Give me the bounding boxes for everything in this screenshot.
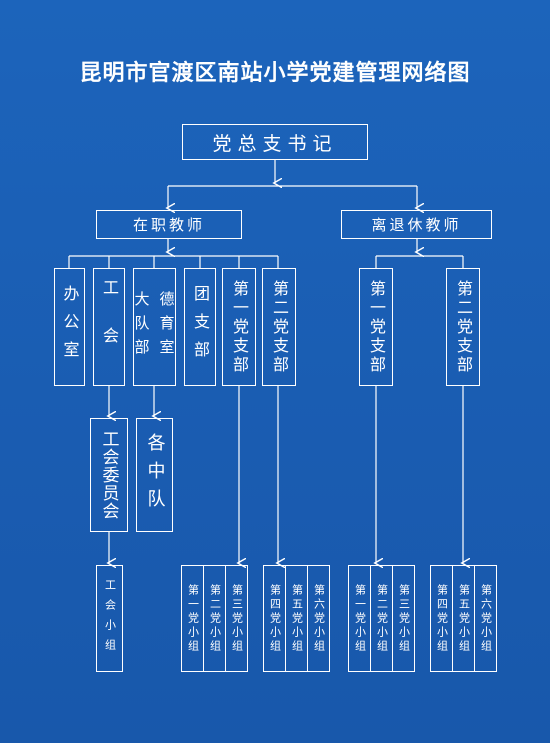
party-group-label: 第三党小组	[397, 583, 411, 654]
union-label: 工会	[100, 279, 119, 375]
root-label: 党总支书记	[212, 132, 338, 155]
party-group-label: 第五党小组	[457, 583, 471, 654]
party-group-label: 第六党小组	[312, 583, 326, 654]
party-group-cell: 第六党小组	[308, 566, 329, 671]
party-branch-2-label: 第二党支部	[270, 279, 289, 375]
party-branch-2-box: 第二党支部	[262, 268, 296, 386]
party-group-cell: 第五党小组	[286, 566, 308, 671]
active-teachers-box: 在职教师	[96, 210, 242, 239]
party-group-cell: 第三党小组	[226, 566, 247, 671]
party-group-label: 第一党小组	[353, 583, 367, 654]
moral-education-box: 德育室 大队部	[133, 268, 176, 386]
r2-groups: 第四党小组 第五党小组 第六党小组	[430, 565, 497, 672]
party-group-cell: 第一党小组	[182, 566, 204, 671]
party-group-cell: 第一党小组	[349, 566, 371, 671]
party-group-label: 第二党小组	[208, 583, 222, 654]
party-group-cell: 第三党小组	[393, 566, 414, 671]
retired-teachers-box: 离退休教师	[341, 210, 492, 239]
party-branch-1-label: 第一党支部	[230, 279, 249, 375]
party-group-cell: 第四党小组	[264, 566, 286, 671]
retired-branch-2-label: 第二党支部	[454, 279, 473, 375]
b1-groups: 第一党小组 第二党小组 第三党小组	[181, 565, 248, 672]
office-label: 办公室	[60, 285, 80, 369]
party-group-label: 第四党小组	[435, 583, 449, 654]
retired-teachers-label: 离退休教师	[371, 216, 462, 234]
party-branch-1-box: 第一党支部	[222, 268, 256, 386]
moral-education-label: 德育室	[157, 291, 176, 363]
party-group-label: 第五党小组	[290, 583, 304, 654]
league-branch-label: 团支部	[191, 285, 210, 369]
squadrons-label: 各中队	[144, 433, 166, 517]
b2-groups: 第四党小组 第五党小组 第六党小组	[263, 565, 330, 672]
union-committee-label: 工会委员会	[98, 430, 119, 520]
squadrons-box: 各中队	[136, 418, 173, 532]
diagram-title: 昆明市官渡区南站小学党建管理网络图	[79, 61, 471, 86]
retired-branch-1-box: 第一党支部	[359, 268, 393, 386]
active-teachers-label: 在职教师	[132, 216, 205, 234]
party-group-cell: 第六党小组	[475, 566, 496, 671]
party-group-cell: 第二党小组	[204, 566, 226, 671]
party-group-cell: 第二党小组	[371, 566, 393, 671]
party-group-cell: 第五党小组	[453, 566, 475, 671]
office-box: 办公室	[54, 268, 85, 386]
party-group-label: 第四党小组	[268, 583, 282, 654]
retired-branch-2-box: 第二党支部	[446, 268, 480, 386]
union-group-box: 工会小组	[96, 565, 123, 672]
union-committee-box: 工会委员会	[90, 418, 128, 532]
party-group-label: 第三党小组	[230, 583, 244, 654]
retired-branch-1-label: 第一党支部	[367, 279, 386, 375]
union-box: 工会	[93, 268, 125, 386]
party-group-cell: 第四党小组	[431, 566, 453, 671]
r1-groups: 第一党小组 第二党小组 第三党小组	[348, 565, 415, 672]
union-group-label: 工会小组	[103, 578, 117, 659]
league-branch-box: 团支部	[184, 268, 216, 386]
party-group-label: 第一党小组	[186, 583, 200, 654]
root-box: 党总支书记	[182, 124, 368, 160]
brigade-label: 大队部	[132, 291, 151, 363]
party-group-label: 第六党小组	[479, 583, 493, 654]
party-group-label: 第二党小组	[375, 583, 389, 654]
